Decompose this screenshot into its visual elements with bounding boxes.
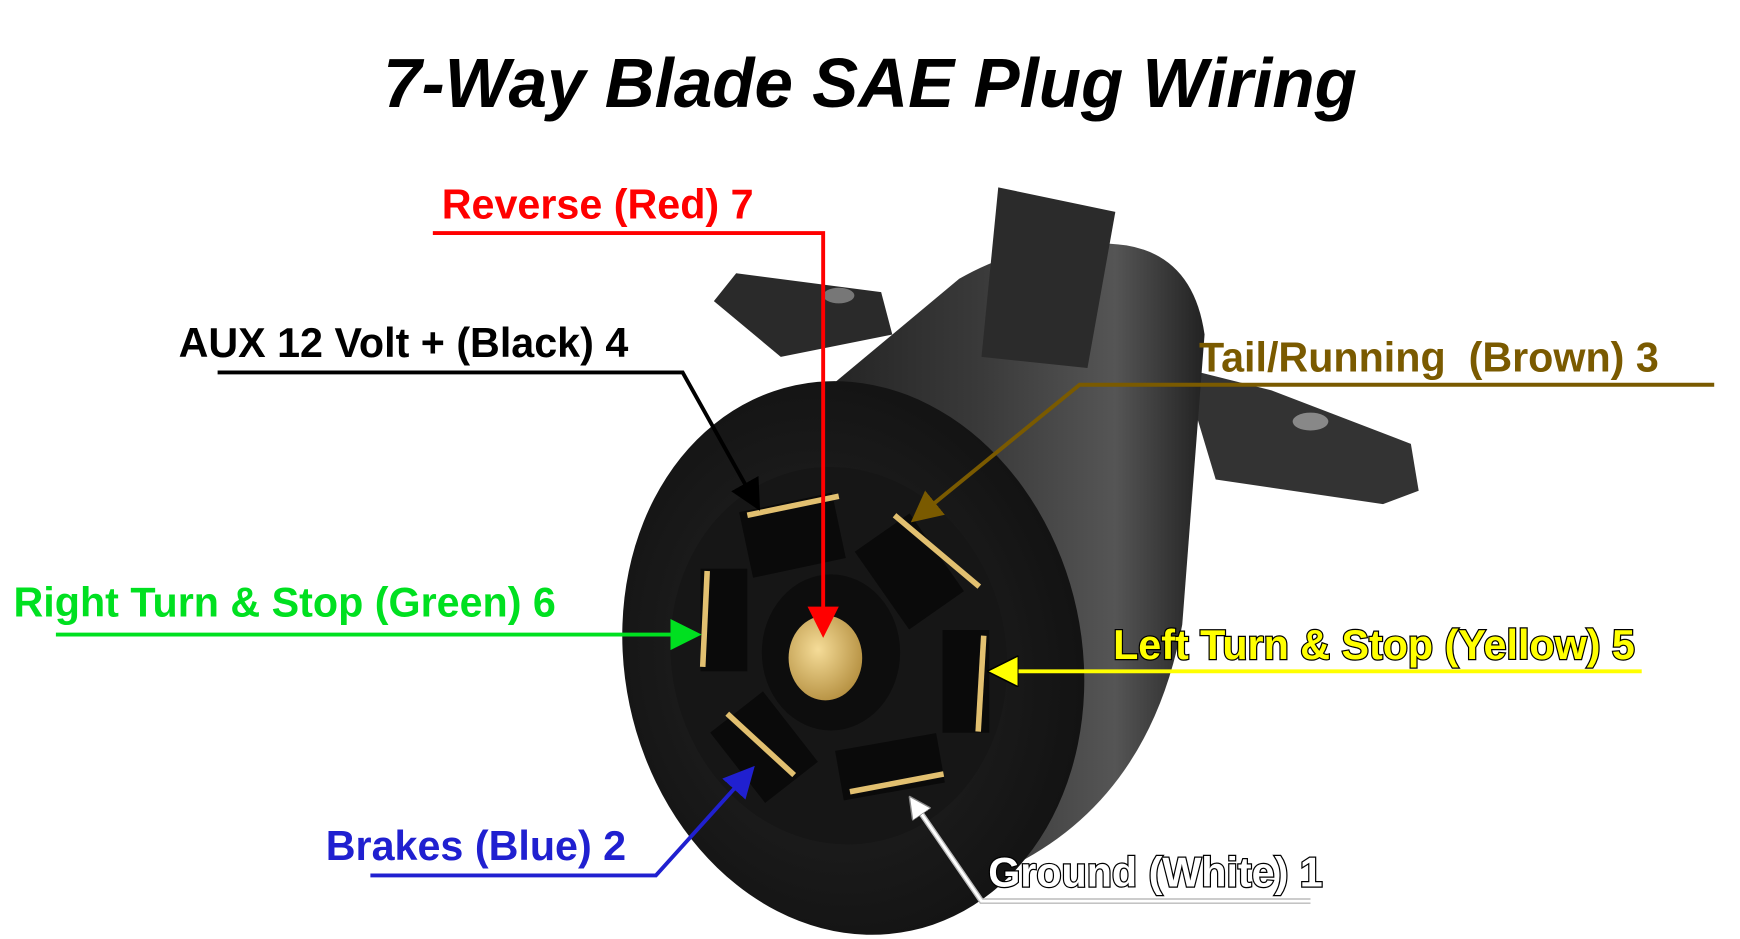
label-tail: Tail/Running (Brown) 3 (1199, 334, 1659, 380)
diagram-title: 7-Way Blade SAE Plug Wiring (383, 44, 1357, 122)
mounting-tab-left (713, 273, 893, 357)
tail-leader (910, 382, 1715, 523)
center-pin (788, 615, 863, 701)
brakes-leader (370, 765, 755, 878)
leader-lines (55, 231, 1715, 904)
top-ridge (981, 187, 1116, 369)
label-reverse: Reverse (Red) 7 (442, 182, 754, 228)
label-right-turn: Right Turn & Stop (Green) 6 (14, 580, 556, 626)
label-aux: AUX 12 Volt + (Black) 4 (179, 320, 629, 366)
label-left-turn: Left Turn & Stop (Yellow) 5 (1113, 622, 1635, 668)
blade-slots (699, 492, 990, 803)
reverse-leader (432, 231, 839, 638)
mounting-tab-right (1182, 368, 1419, 505)
label-brakes: Brakes (Blue) 2 (326, 823, 626, 869)
plug-illustration (622, 187, 1419, 935)
aux-leader (217, 370, 761, 511)
label-ground: Ground (White) 1 (988, 850, 1323, 896)
